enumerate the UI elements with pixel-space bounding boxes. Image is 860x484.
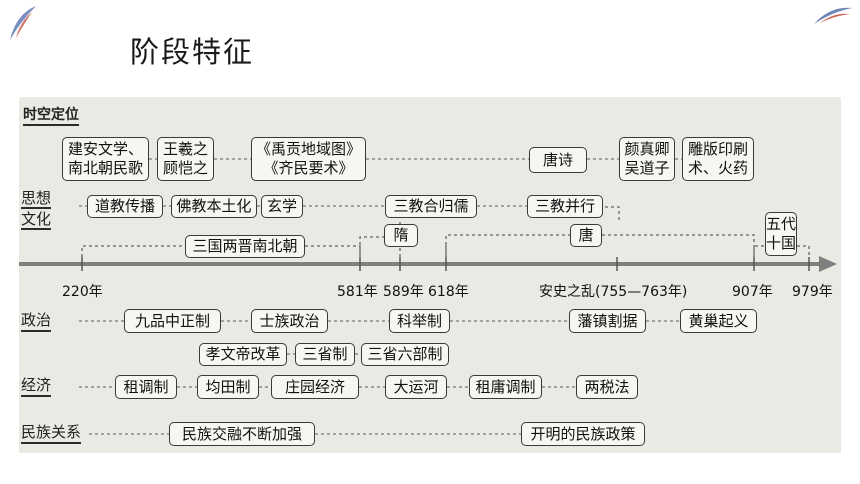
decorative-swoosh-right <box>814 7 852 24</box>
box-three-departments-six-ministries: 三省六部制 <box>361 343 449 366</box>
tick-label-589: 589年 <box>383 284 424 300</box>
category-politics: 政治 <box>21 311 52 332</box>
box-taoism: 道教传播 <box>87 195 163 218</box>
box-huangchao-uprising: 黄巢起义 <box>680 309 757 333</box>
tick-label-618: 618年 <box>428 284 469 300</box>
box-literature: 建安文学、南北朝民歌 <box>62 137 149 181</box>
box-zuyongdiao-system: 租庸调制 <box>469 375 542 399</box>
box-metaphysics: 玄学 <box>261 195 303 218</box>
section-label: 时空定位 <box>23 107 79 126</box>
box-nine-rank-system: 九品中正制 <box>124 309 221 333</box>
box-two-tax-system: 两税法 <box>576 375 638 399</box>
box-open-ethnic-policy: 开明的民族政策 <box>521 422 645 446</box>
category-ethnic-relations: 民族关系 <box>21 423 82 444</box>
category-culture-line-2: 文化 <box>21 210 52 230</box>
box-ethnic-integration: 民族交融不断加强 <box>169 422 315 446</box>
box-tang-poetry: 唐诗 <box>529 147 587 173</box>
box-buddhism-localization: 佛教本土化 <box>171 195 257 218</box>
tick-label-220: 220年 <box>62 284 103 300</box>
timeline-arrow <box>819 256 837 272</box>
period-sui: 隋 <box>384 224 418 247</box>
box-imperial-exam: 科举制 <box>389 309 450 333</box>
timeline-connectors <box>19 158 837 435</box>
tick-label-907: 907年 <box>732 284 773 300</box>
box-inventions: 雕版印刷术、火药 <box>682 137 754 181</box>
tick-label-581: 581年 <box>337 284 378 300</box>
slide-title: 阶段特征 <box>130 35 255 69</box>
box-zudiao-system: 租调制 <box>115 375 177 399</box>
box-equal-field: 均田制 <box>197 375 259 399</box>
category-economy: 经济 <box>21 376 52 397</box>
box-three-teachings-confucian: 三教合归儒 <box>385 195 477 218</box>
box-painters-calligraphers: 王羲之顾恺之 <box>157 137 214 181</box>
box-three-teachings-parallel: 三教并行 <box>527 195 603 218</box>
category-culture-line-1: 思想 <box>21 189 52 209</box>
box-manor-economy: 庄园经济 <box>271 375 359 399</box>
box-separatist-regimes: 藩镇割据 <box>569 309 646 333</box>
timeline-chart: 时空定位 思想 文化 政治 经济 民族关系 建安文学、南北朝民歌 王羲之顾恺之 … <box>19 97 841 453</box>
box-xiaowen-reform: 孝文帝改革 <box>199 343 287 366</box>
period-three-kingdoms-jin-nanbei: 三国两晋南北朝 <box>185 235 305 258</box>
tick-label-979: 979年 <box>792 284 833 300</box>
box-three-departments: 三省制 <box>295 343 355 366</box>
box-tang-artists: 颜真卿吴道子 <box>619 137 675 181</box>
category-culture: 思想 文化 <box>21 189 52 232</box>
box-aristocratic-politics: 士族政治 <box>251 309 328 333</box>
box-classic-works: 《禹贡地域图》《齐民要术》 <box>251 137 366 181</box>
period-tang: 唐 <box>570 224 602 247</box>
period-five-dynasties: 五代十国 <box>765 212 797 256</box>
tick-label-anshi-rebellion: 安史之乱(755—763年) <box>539 284 688 300</box>
box-grand-canal: 大运河 <box>385 375 447 399</box>
decorative-swoosh-left <box>10 6 36 40</box>
